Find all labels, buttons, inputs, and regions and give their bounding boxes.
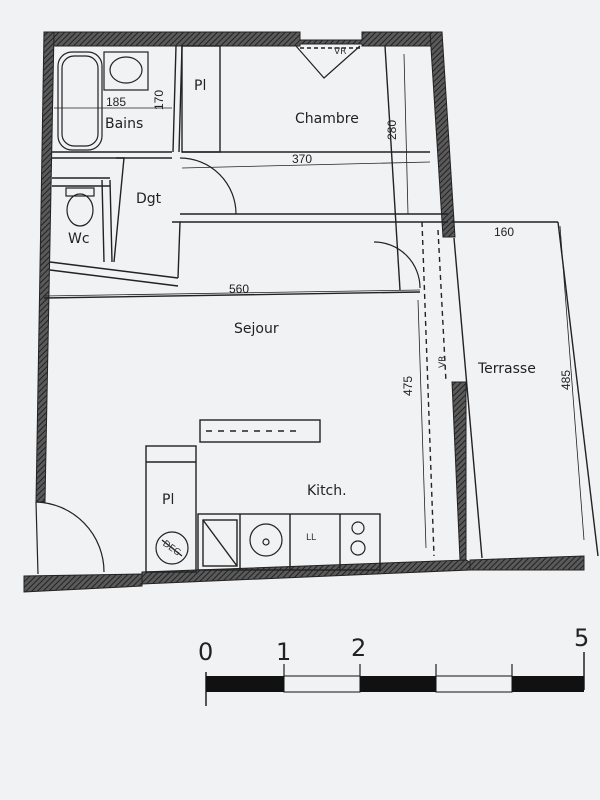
wall-bottom-terrasse — [469, 555, 585, 571]
wall-cabinet — [199, 419, 321, 443]
scale-seg-2 — [283, 675, 361, 693]
scale-seg-5 — [512, 676, 584, 692]
room-label-dgt: Dgt — [136, 191, 162, 207]
scale-seg-3 — [360, 676, 436, 692]
room-label-sejour: Sejour — [234, 321, 279, 337]
washbasin — [103, 51, 149, 91]
placard-top — [181, 45, 221, 153]
cooktop — [351, 521, 365, 535]
room-labels: Bains Pl Chambre Dgt Wc Sejour Terrasse … — [68, 78, 536, 508]
appliance — [155, 531, 189, 565]
kitchen-counter — [197, 513, 381, 571]
wall-right-lower — [451, 381, 467, 561]
room-label-chambre: Chambre — [295, 111, 359, 127]
wall-bottom-left — [23, 573, 143, 593]
placard-bottom — [145, 445, 197, 573]
door-swings — [35, 157, 421, 575]
wall-right-upper — [429, 31, 456, 238]
dim-terrasse-depth: 485 — [559, 370, 573, 390]
dim-chambre-depth: 280 — [385, 120, 399, 140]
scale-seg-4 — [435, 675, 513, 693]
scale-tick-2: 2 — [351, 634, 366, 662]
exterior-walls — [23, 31, 585, 593]
dim-chambre-width: 370 — [292, 152, 312, 166]
room-label-terrasse: Terrasse — [477, 361, 536, 377]
partition-chambre-right — [384, 45, 401, 291]
wall-left-upper — [35, 31, 55, 503]
partition-bath-right — [172, 45, 177, 153]
door-chambre — [179, 157, 237, 215]
wall-top — [43, 31, 443, 47]
scale-bar: 0 1 2 5 — [198, 624, 589, 706]
door-sejour — [373, 241, 421, 289]
bathtub — [57, 51, 103, 151]
scale-tick-1: 1 — [276, 638, 291, 666]
partition-wc-right — [101, 179, 105, 263]
scale-tick-0: 0 — [198, 638, 213, 666]
partition-dgt — [113, 157, 125, 263]
toilet — [66, 193, 94, 227]
dim-sejour-depth: 475 — [401, 376, 415, 396]
scale-tick-5: 5 — [574, 624, 589, 652]
dim-bath-depth: 170 — [152, 90, 166, 110]
room-label-wc: Wc — [68, 231, 90, 247]
vr-side-label: VR — [438, 356, 448, 368]
dim-terrasse-width: 160 — [494, 225, 514, 239]
terrasse-left — [453, 237, 483, 559]
sink-mark-label: LL — [306, 533, 316, 543]
dim-sejour-width: 560 — [229, 282, 249, 296]
room-label-pl-top: Pl — [194, 78, 206, 94]
room-label-kitch: Kitch. — [307, 483, 347, 499]
dimension-labels: 185 170 280 370 560 475 160 485 — [106, 90, 573, 396]
vr-top-symbol — [295, 45, 361, 79]
room-label-bains: Bains — [105, 116, 143, 132]
partition-wc-bottom — [49, 261, 179, 279]
scale-seg-1 — [206, 676, 284, 692]
terrasse-right — [557, 221, 599, 557]
door-entry — [35, 501, 105, 573]
kitchen-sink — [249, 523, 283, 557]
room-label-pl-bottom: Pl — [162, 492, 174, 508]
dimension-lines — [43, 53, 585, 549]
dim-bath-width: 185 — [106, 95, 126, 109]
fixtures — [57, 45, 366, 565]
interior-partitions — [43, 45, 599, 573]
appliance-label: DEG — [160, 539, 182, 558]
vr-top-label: VR — [334, 47, 346, 57]
